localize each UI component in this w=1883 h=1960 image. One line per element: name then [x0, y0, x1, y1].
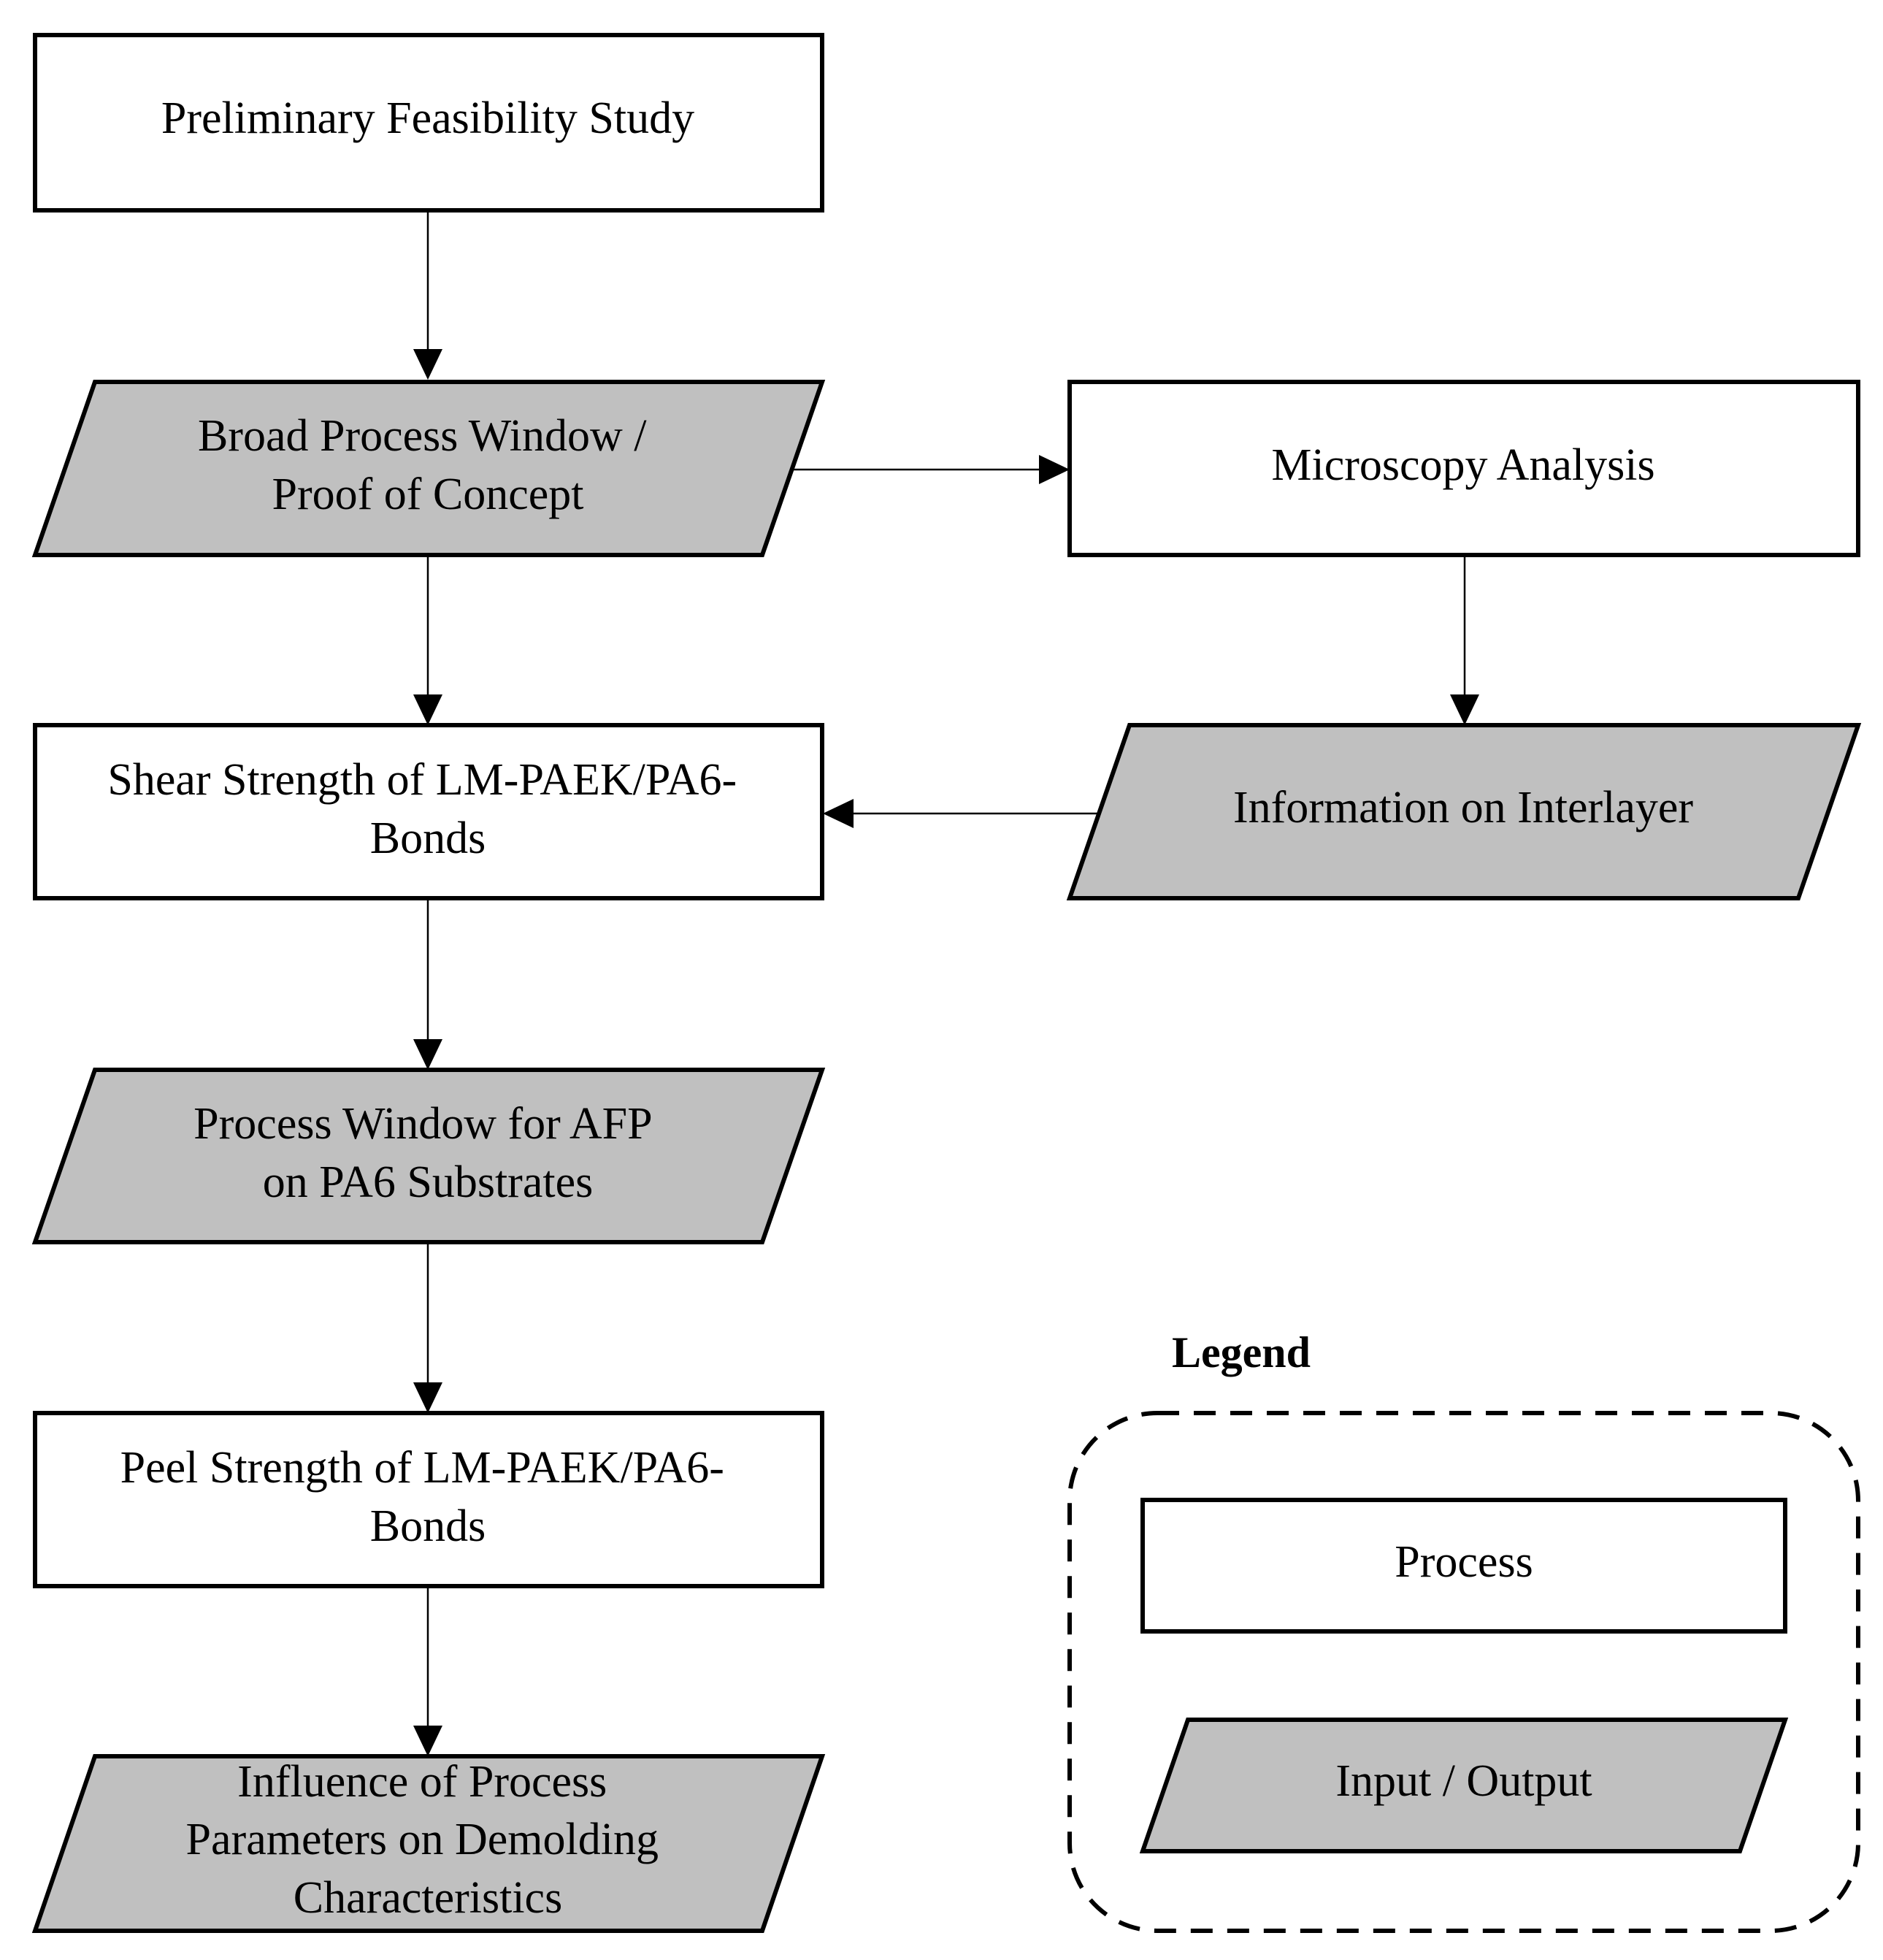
node-label: Shear Strength of LM-PAEK/PA6- Bonds [107, 755, 748, 863]
legend-title: Legend [1172, 1328, 1311, 1377]
node-label: Peel Strength of LM-PAEK/PA6- Bonds [120, 1443, 736, 1551]
arrowhead-right-icon [1039, 455, 1070, 484]
io-parallelogram [31, 1068, 826, 1244]
node-broad-window: Broad Process Window / Proof of Concept [31, 380, 826, 557]
node-label-line: Broad Process Window / [198, 411, 647, 461]
arrowhead-left-icon [823, 799, 854, 828]
node-label-line: Parameters on Demolding [186, 1815, 659, 1864]
node-label: Preliminary Feasibility Study [161, 93, 694, 143]
node-label-line: Bonds [370, 814, 486, 863]
node-microscopy: Microscopy Analysis [1067, 380, 1860, 557]
process-box [33, 1411, 824, 1588]
io-parallelogram [31, 1754, 826, 1933]
node-label-line: Process Window for AFP [193, 1099, 651, 1149]
legend-process-label: Process [1395, 1537, 1533, 1587]
node-label-line: Microscopy Analysis [1271, 440, 1654, 490]
legend-process-swatch [1140, 1498, 1787, 1634]
node-label-line: Peel Strength of LM-PAEK/PA6- [120, 1443, 724, 1493]
legend: Legend Process Input / Output [1067, 1328, 1860, 1933]
node-label: Process Window for AFP on PA6 Substrates [193, 1099, 662, 1207]
connectors [413, 210, 1479, 1756]
arrowhead-down-icon [413, 1726, 442, 1756]
arrowhead-down-icon [413, 694, 442, 725]
process-box [33, 723, 824, 900]
legend-io-label: Input / Output [1335, 1756, 1592, 1806]
node-label-line: Bonds [370, 1501, 486, 1551]
node-peel: Peel Strength of LM-PAEK/PA6- Bonds [33, 1411, 824, 1588]
node-label: Influence of Process Parameters on Demol… [186, 1757, 670, 1923]
node-label-line: Characteristics [294, 1873, 562, 1923]
process-box [33, 33, 824, 213]
node-demolding: Influence of Process Parameters on Demol… [31, 1754, 826, 1933]
node-label-line: Preliminary Feasibility Study [161, 93, 694, 143]
arrowhead-down-icon [1450, 694, 1479, 725]
io-parallelogram [31, 380, 826, 557]
node-label-line: Information on Interlayer [1233, 783, 1693, 832]
node-label: Broad Process Window / Proof of Concept [198, 411, 658, 519]
node-label-line: Influence of Process [237, 1757, 607, 1807]
node-feasibility: Preliminary Feasibility Study [33, 33, 824, 213]
arrowhead-down-icon [413, 1382, 442, 1413]
node-label: Microscopy Analysis [1271, 440, 1654, 490]
legend-io-swatch [1139, 1718, 1789, 1853]
node-label: Information on Interlayer [1233, 783, 1693, 832]
io-parallelogram [1066, 723, 1862, 900]
node-label-line: Shear Strength of LM-PAEK/PA6- [107, 755, 737, 805]
arrowhead-down-icon [413, 349, 442, 380]
node-interlayer: Information on Interlayer [1066, 723, 1862, 900]
arrowhead-down-icon [413, 1039, 442, 1070]
process-box [1067, 380, 1860, 557]
node-afp-window: Process Window for AFP on PA6 Substrates [31, 1068, 826, 1244]
node-label-line: Proof of Concept [272, 470, 583, 519]
node-shear: Shear Strength of LM-PAEK/PA6- Bonds [33, 723, 824, 900]
legend-frame [1067, 1411, 1860, 1933]
node-label-line: on PA6 Substrates [263, 1157, 593, 1207]
